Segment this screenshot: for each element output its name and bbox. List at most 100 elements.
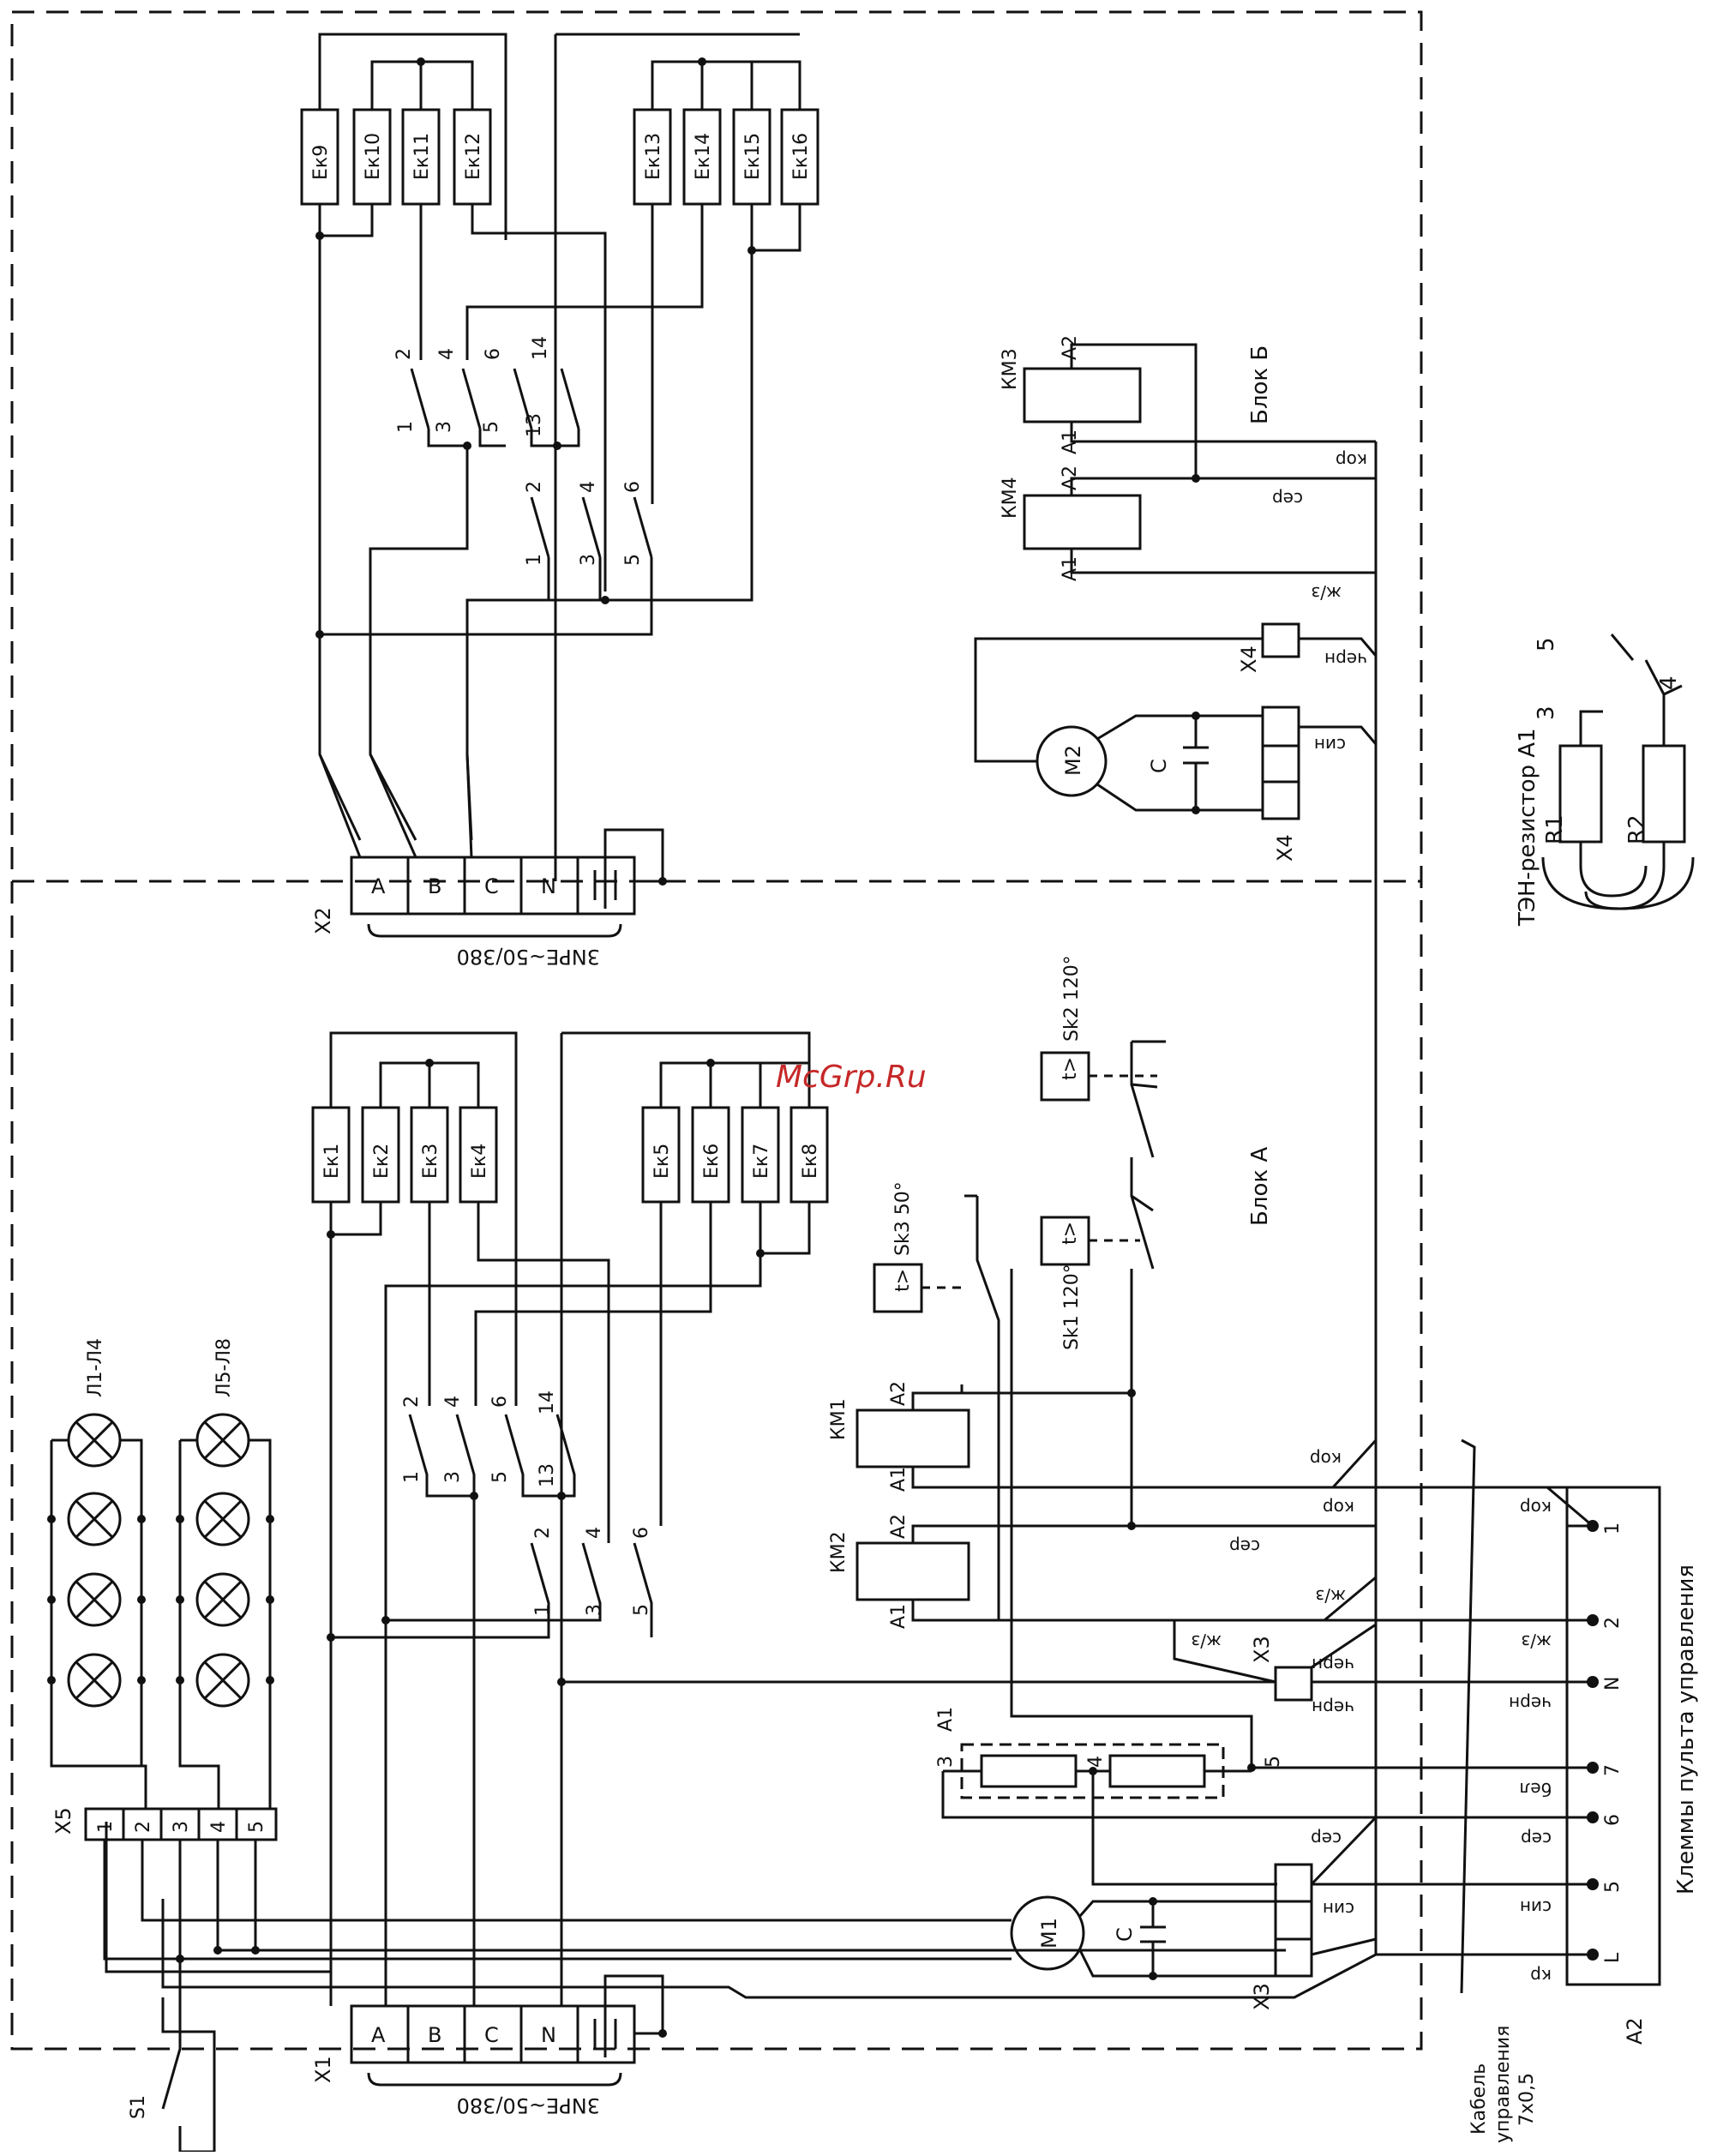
x3-bottom xyxy=(1274,1863,1313,1978)
label-ek3: Ек3 xyxy=(420,1144,441,1179)
wire-brown-panel: кор xyxy=(1520,1498,1552,1518)
x1-phase-b: B xyxy=(428,2023,441,2047)
a1-r1 xyxy=(980,1754,1078,1788)
wire-grey-a: сер xyxy=(1229,1536,1260,1557)
x2-phase-a: A xyxy=(371,874,386,898)
coil-km4 xyxy=(1023,494,1142,550)
sk1-label: Sk1 120° xyxy=(1061,1264,1083,1350)
resistor-pin-4: 4 xyxy=(1656,676,1682,690)
motor-m1 xyxy=(1010,1895,1085,1971)
x1-phase-n: N xyxy=(541,2023,556,2047)
wire-black-panel: черн xyxy=(1509,1693,1552,1714)
x1-phase-a: A xyxy=(371,2023,386,2047)
label-km2: КМ2 xyxy=(828,1531,849,1573)
lamps-group-2 xyxy=(195,1413,250,1708)
wire-brown-a1: кор xyxy=(1310,1449,1342,1469)
x1-phase-c: C xyxy=(484,2023,499,2047)
panel-t-n: N xyxy=(1602,1677,1624,1691)
control-panel-a2 xyxy=(1565,1486,1661,1986)
km4-pin-1: 1 xyxy=(524,554,545,566)
x3-label-bottom: X3 xyxy=(1250,1983,1274,2010)
wire-grey-a3: сер xyxy=(1311,1829,1342,1849)
wire-blue-b: син xyxy=(1314,735,1346,755)
x5-label: X5 xyxy=(51,1807,75,1835)
panel-t-6: 6 xyxy=(1602,1814,1624,1826)
x5-pin-3: 3 xyxy=(171,1821,192,1833)
cable-line1: Кабель xyxy=(1468,2063,1490,2135)
resistor-r2-label: R2 xyxy=(1624,814,1650,844)
a1-pin-3: 3 xyxy=(935,1756,957,1768)
sk3-label: Sk3 50° xyxy=(892,1181,914,1256)
watermark: McGrp.Ru xyxy=(776,1060,927,1095)
km4-pin-2: 2 xyxy=(524,481,545,493)
coil-km1 xyxy=(856,1408,970,1468)
resistor-r1-label: R1 xyxy=(1542,814,1568,844)
sk1-t-symbol: t> xyxy=(1060,1222,1081,1245)
km3-pin-2: 2 xyxy=(393,348,415,360)
km2-pin-4: 4 xyxy=(584,1527,605,1539)
km1-a2: А2 xyxy=(888,1381,910,1406)
km2-pin-1: 1 xyxy=(532,1604,554,1616)
lamps-2-label: Л5-Л8 xyxy=(213,1338,235,1397)
km3-pin-4: 4 xyxy=(436,348,458,360)
x2-supply: 3NPE~50/380 xyxy=(457,945,600,969)
wire-yg-a1: ж/з xyxy=(1316,1586,1346,1606)
x3-label-top: X3 xyxy=(1250,1636,1274,1663)
wire-yg-panel: ж/з xyxy=(1522,1631,1552,1652)
km4-a1: А1 xyxy=(1060,556,1081,581)
km2-pin-5: 5 xyxy=(631,1604,652,1616)
x1-supply: 3NPE~50/380 xyxy=(457,2093,600,2117)
wire-brown-a2: кор xyxy=(1323,1498,1354,1518)
block-a-label: Блок А xyxy=(1247,1147,1273,1226)
label-ek8: Ек8 xyxy=(800,1144,821,1179)
lamps-group-1 xyxy=(67,1413,122,1708)
label-ek6: Ек6 xyxy=(701,1144,723,1179)
km3-pin-13: 13 xyxy=(524,413,545,437)
x1-label: X1 xyxy=(311,2056,335,2083)
km1-pin-14: 14 xyxy=(537,1390,558,1414)
x2-terminal xyxy=(350,856,636,916)
block-b-label: Блок Б xyxy=(1247,345,1273,424)
label-ek7: Ек7 xyxy=(751,1144,772,1179)
km1-pin-5: 5 xyxy=(489,1471,511,1483)
km2-pin-2: 2 xyxy=(532,1527,554,1539)
km2-a1: А1 xyxy=(888,1604,910,1629)
panel-t-1: 1 xyxy=(1602,1522,1624,1534)
label-ek10: Ек10 xyxy=(363,133,384,180)
x5-pin-1: 1 xyxy=(95,1821,117,1833)
km4-pin-3: 3 xyxy=(578,554,599,566)
x4-top xyxy=(1261,622,1300,658)
km1-pin-6: 6 xyxy=(489,1396,511,1408)
wire-black-a2: черн xyxy=(1312,1697,1354,1718)
label-ek15: Ек15 xyxy=(742,133,764,180)
sk2-t-symbol: t> xyxy=(1060,1057,1081,1080)
a1-pin-4: 4 xyxy=(1085,1756,1107,1768)
coil-km2 xyxy=(856,1541,970,1601)
x4-bottom xyxy=(1261,706,1300,820)
cable-line2: управления xyxy=(1492,2026,1514,2143)
label-ek13: Ек13 xyxy=(643,133,664,180)
cable-line3: 7х0,5 xyxy=(1516,2073,1538,2126)
x3-top xyxy=(1274,1666,1313,1702)
wire-grey-b: сер xyxy=(1272,489,1303,509)
wire-brown-b: кор xyxy=(1336,450,1367,471)
label-c-m2: C xyxy=(1147,759,1171,773)
x2-phase-c: C xyxy=(484,874,499,898)
label-ek1: Ек1 xyxy=(321,1144,343,1179)
km2-pin-3: 3 xyxy=(584,1604,605,1616)
km3-pin-5: 5 xyxy=(481,421,502,433)
lamps-1-label: Л1-Л4 xyxy=(85,1338,106,1397)
km4-pin-4: 4 xyxy=(578,481,599,493)
wire-yg-b: ж/з xyxy=(1312,583,1342,604)
x5-pin-4: 4 xyxy=(208,1821,230,1833)
label-c-m1: C xyxy=(1113,1927,1137,1942)
x2-label: X2 xyxy=(311,907,335,934)
label-m1: M1 xyxy=(1037,1918,1061,1949)
a1-r2 xyxy=(1108,1754,1206,1788)
label-ek12: Ек12 xyxy=(463,133,484,180)
x2-phase-n: N xyxy=(541,874,556,898)
km1-a1: А1 xyxy=(888,1467,910,1492)
label-ek11: Ек11 xyxy=(411,133,433,180)
sk2-label: Sk2 120° xyxy=(1061,955,1083,1042)
a1-block-label: А1 xyxy=(935,1707,957,1732)
